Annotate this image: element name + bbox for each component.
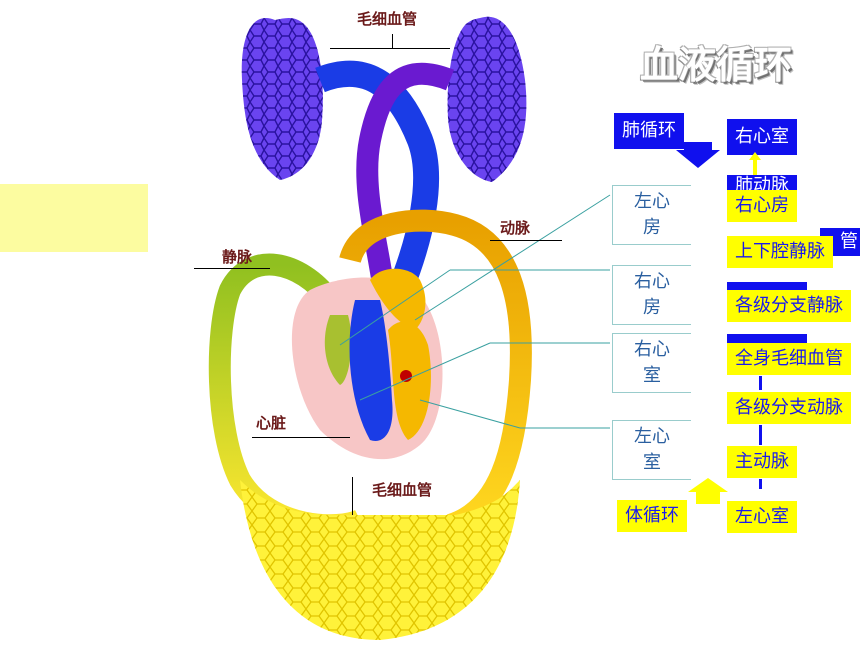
chamber-left-atrium: 左心房 (612, 185, 691, 245)
systemic-step-branch-arteries: 各级分支动脉 (727, 392, 851, 424)
systemic-connector-2 (759, 425, 762, 445)
chamber-left-ventricle: 左心室 (612, 420, 691, 480)
chamber-left-atrium-text: 左心房 (634, 191, 670, 238)
label-heart: 心脏 (256, 414, 287, 432)
capillary-top-tick (392, 34, 393, 49)
heart (291, 268, 443, 460)
systemic-artery-loop (339, 209, 532, 536)
blue-strip-2 (727, 334, 807, 344)
heart-line (252, 437, 350, 438)
systemic-step-vena-cava: 上下腔静脉 (727, 236, 833, 268)
pulmonary-up-arrow (749, 152, 761, 176)
systemic-step-aorta: 主动脉 (727, 446, 797, 478)
pulmonary-right-ventricle: 右心室 (727, 119, 797, 155)
systemic-step-body-capillaries: 全身毛细血管 (727, 343, 851, 375)
blue-strip-1 (727, 282, 807, 292)
circulation-diagram (208, 16, 611, 640)
systemic-connector-3 (759, 479, 762, 489)
leader-right-atrium (339, 269, 451, 346)
label-vein: 静脉 (222, 248, 253, 266)
capillary-bottom-line (352, 477, 353, 515)
chamber-right-atrium-text: 右心房 (634, 271, 670, 318)
pulmonary-vein (356, 62, 455, 302)
right-lung (447, 16, 527, 183)
page-title: 血液循环 (640, 42, 793, 87)
systemic-step-right-atrium: 右心房 (727, 190, 797, 222)
leader-right-ventricle (359, 342, 491, 401)
chamber-right-ventricle: 右心室 (612, 333, 691, 393)
chamber-right-ventricle-text: 右心室 (634, 339, 670, 386)
systemic-connector-1 (759, 376, 762, 390)
label-capillary-bottom: 毛细血管 (372, 481, 433, 499)
pulmonary-artery (315, 60, 440, 295)
vein-line (194, 268, 270, 269)
chamber-left-ventricle-text: 左心室 (634, 426, 670, 473)
artery-line (490, 240, 562, 241)
body-capillaries (240, 480, 520, 640)
pulmonary-circulation-label: 肺循环 (614, 113, 684, 149)
label-capillary-top: 毛细血管 (357, 10, 418, 28)
systemic-step-left-ventricle: 左心室 (727, 501, 797, 533)
systemic-circulation-label: 体循环 (617, 500, 687, 532)
leader-left-ventricle (419, 399, 521, 429)
capillary-top-line (330, 48, 450, 49)
pulmonary-down-arrow (676, 142, 720, 168)
left-lung (241, 17, 323, 181)
systemic-up-arrow (688, 478, 728, 504)
decorative-yellow-panel (0, 184, 148, 252)
label-artery: 动脉 (500, 219, 531, 237)
systemic-step-branch-veins: 各级分支静脉 (727, 290, 851, 322)
leader-left-atrium (414, 194, 611, 321)
chamber-right-atrium: 右心房 (612, 265, 691, 325)
